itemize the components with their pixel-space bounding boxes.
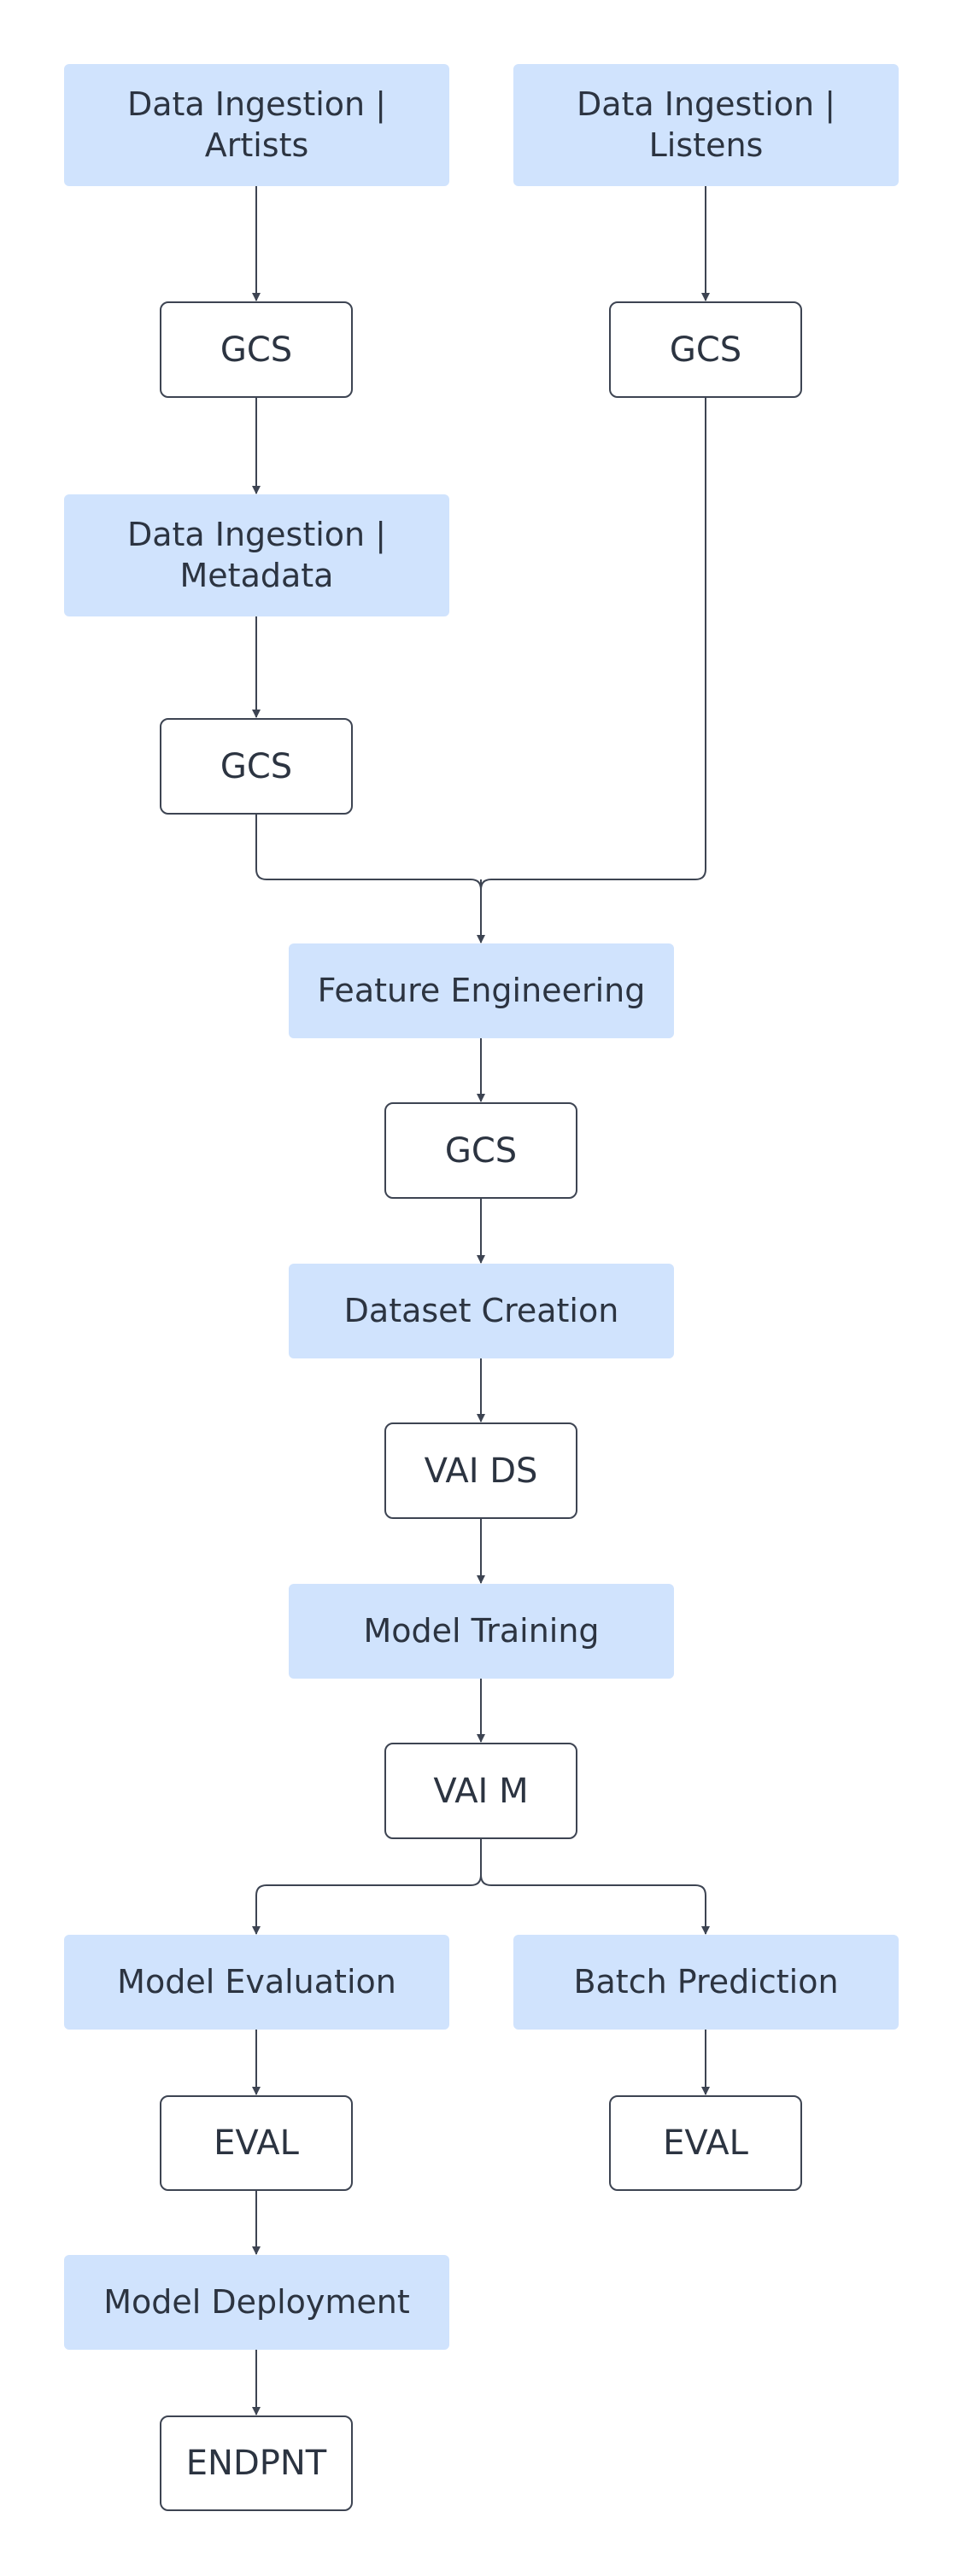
- step-label: Dataset Creation: [343, 1291, 619, 1329]
- connector-vai-m-split-right: [480, 1874, 710, 1935]
- step-model-evaluation[interactable]: Model Evaluation: [64, 1935, 449, 2030]
- store-eval-evaluation[interactable]: EVAL: [160, 2095, 353, 2191]
- store-label: VAI M: [433, 1771, 529, 1811]
- store-label: GCS: [669, 330, 742, 370]
- store-label: ENDPNT: [185, 2444, 327, 2483]
- store-gcs-artists[interactable]: GCS: [160, 301, 353, 398]
- store-vai-model[interactable]: VAI M: [384, 1743, 577, 1839]
- step-label: Data Ingestion | Artists: [126, 85, 387, 164]
- store-gcs-metadata[interactable]: GCS: [160, 718, 353, 815]
- connector-gcs-metadata-merge: [255, 815, 482, 891]
- connector-gcs-listens-merge: [480, 398, 706, 891]
- step-data-ingestion-listens[interactable]: Data Ingestion | Listens: [513, 64, 899, 186]
- step-feature-engineering[interactable]: Feature Engineering: [289, 943, 674, 1038]
- step-model-training[interactable]: Model Training: [289, 1584, 674, 1679]
- step-label: Data Ingestion | Listens: [576, 85, 836, 164]
- step-label: Batch Prediction: [573, 1962, 839, 2001]
- step-label: Model Training: [363, 1611, 600, 1650]
- step-label: Model Deployment: [103, 2282, 410, 2321]
- store-label: EVAL: [663, 2123, 748, 2163]
- store-gcs-listens[interactable]: GCS: [609, 301, 802, 398]
- store-gcs-features[interactable]: GCS: [384, 1102, 577, 1199]
- step-label: Model Evaluation: [117, 1962, 396, 2001]
- step-dataset-creation[interactable]: Dataset Creation: [289, 1264, 674, 1358]
- store-label: GCS: [220, 330, 293, 370]
- step-data-ingestion-metadata[interactable]: Data Ingestion | Metadata: [64, 494, 449, 616]
- step-data-ingestion-artists[interactable]: Data Ingestion | Artists: [64, 64, 449, 186]
- step-label: Data Ingestion | Metadata: [126, 516, 387, 594]
- connector-vai-m-split-left: [252, 1839, 482, 1935]
- step-batch-prediction[interactable]: Batch Prediction: [513, 1935, 899, 2030]
- store-label: GCS: [444, 1130, 518, 1171]
- step-label: Feature Engineering: [317, 971, 646, 1009]
- store-label: EVAL: [214, 2123, 299, 2163]
- store-endpoint[interactable]: ENDPNT: [160, 2415, 353, 2511]
- store-label: GCS: [220, 746, 293, 786]
- step-model-deployment[interactable]: Model Deployment: [64, 2255, 449, 2350]
- store-vai-dataset[interactable]: VAI DS: [384, 1422, 577, 1519]
- store-label: VAI DS: [424, 1451, 538, 1491]
- store-eval-batch[interactable]: EVAL: [609, 2095, 802, 2191]
